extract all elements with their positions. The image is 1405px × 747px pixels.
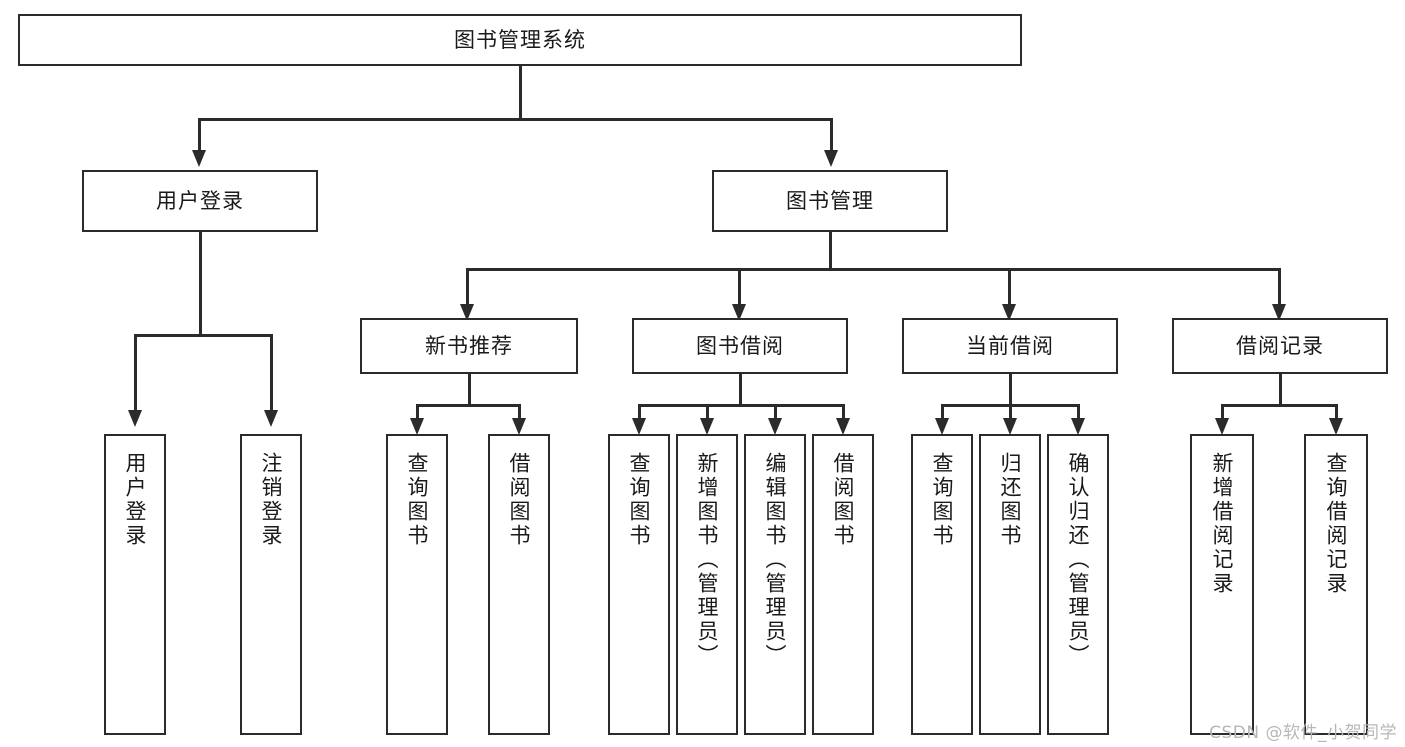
node-leaf-edit-book-label: 编辑图书（管理员）: [763, 452, 788, 668]
arrow-book-manage-to-book-borrow: [732, 304, 746, 321]
edge-book-manage-to-current-borrow: [1008, 268, 1011, 306]
edge-book-manage-stem: [829, 232, 832, 270]
node-leaf-add-book-label: 新增图书（管理员）: [695, 452, 720, 668]
edge-borrow-record-to-leaf-2: [1335, 404, 1338, 422]
node-new-book-recommend-label: 新书推荐: [425, 333, 513, 358]
arrow-book-borrow-to-leaf-2: [700, 418, 714, 435]
node-leaf-borrow-book-1-label: 借阅图书: [507, 452, 532, 548]
arrow-book-manage-to-current-borrow: [1002, 304, 1016, 321]
arrow-borrow-record-to-leaf-2: [1329, 418, 1343, 435]
arrow-book-manage-to-borrow-record: [1272, 304, 1286, 321]
node-leaf-query-book-2-label: 查询图书: [627, 452, 652, 548]
edge-book-manage-to-book-borrow: [738, 268, 741, 306]
edge-user-login-to-leaf-1: [134, 334, 137, 412]
edge-book-manage-to-new-book-recommend: [466, 268, 469, 306]
node-leaf-borrow-book-2[interactable]: 借阅图书: [812, 434, 874, 735]
edge-user-login-bus: [134, 334, 272, 337]
edge-book-borrow-to-leaf-2: [706, 404, 709, 422]
node-leaf-logout-login-label: 注销登录: [259, 452, 284, 548]
node-leaf-query-record-label: 查询借阅记录: [1324, 452, 1349, 596]
arrow-new-book-recommend-to-leaf-1: [410, 418, 424, 435]
node-leaf-user-login[interactable]: 用户登录: [104, 434, 166, 735]
node-leaf-add-book[interactable]: 新增图书（管理员）: [676, 434, 738, 735]
arrow-current-borrow-to-leaf-2: [1003, 418, 1017, 435]
edge-new-book-recommend-to-leaf-1: [416, 404, 419, 422]
node-borrow-record[interactable]: 借阅记录: [1172, 318, 1388, 374]
node-leaf-user-login-label: 用户登录: [123, 452, 148, 548]
edge-current-borrow-stem: [1009, 374, 1012, 406]
arrow-root-to-user-login: [192, 150, 206, 167]
edge-root-to-book-manage: [830, 118, 833, 152]
node-leaf-query-book-1[interactable]: 查询图书: [386, 434, 448, 735]
node-leaf-return-book-label: 归还图书: [998, 452, 1023, 548]
edge-book-borrow-to-leaf-4: [842, 404, 845, 422]
node-book-manage[interactable]: 图书管理: [712, 170, 948, 232]
edge-book-borrow-to-leaf-3: [774, 404, 777, 422]
node-leaf-borrow-book-1[interactable]: 借阅图书: [488, 434, 550, 735]
node-borrow-record-label: 借阅记录: [1236, 333, 1324, 358]
edge-root-bus: [198, 118, 832, 121]
edge-root-to-user-login: [198, 118, 201, 152]
node-root-label: 图书管理系统: [454, 27, 586, 52]
edge-current-borrow-to-leaf-2: [1009, 404, 1012, 422]
arrow-user-login-to-leaf-1: [128, 410, 142, 427]
node-leaf-query-book-3-label: 查询图书: [930, 452, 955, 548]
arrow-borrow-record-to-leaf-1: [1215, 418, 1229, 435]
node-leaf-logout-login[interactable]: 注销登录: [240, 434, 302, 735]
edge-borrow-record-to-leaf-1: [1221, 404, 1224, 422]
edge-borrow-record-bus: [1221, 404, 1337, 407]
node-leaf-add-record-label: 新增借阅记录: [1210, 452, 1235, 596]
node-current-borrow-label: 当前借阅: [966, 333, 1054, 358]
node-leaf-confirm-return[interactable]: 确认归还（管理员）: [1047, 434, 1109, 735]
node-current-borrow[interactable]: 当前借阅: [902, 318, 1118, 374]
edge-borrow-record-stem: [1279, 374, 1282, 406]
node-new-book-recommend[interactable]: 新书推荐: [360, 318, 578, 374]
arrow-book-borrow-to-leaf-4: [836, 418, 850, 435]
node-leaf-add-record[interactable]: 新增借阅记录: [1190, 434, 1254, 735]
arrow-root-to-book-manage: [824, 150, 838, 167]
node-leaf-confirm-return-label: 确认归还（管理员）: [1066, 452, 1091, 668]
node-leaf-edit-book[interactable]: 编辑图书（管理员）: [744, 434, 806, 735]
edge-user-login-to-leaf-2: [270, 334, 273, 412]
node-leaf-return-book[interactable]: 归还图书: [979, 434, 1041, 735]
edge-current-borrow-to-leaf-1: [941, 404, 944, 422]
arrow-current-borrow-to-leaf-3: [1071, 418, 1085, 435]
node-book-borrow[interactable]: 图书借阅: [632, 318, 848, 374]
edge-book-borrow-to-leaf-1: [638, 404, 641, 422]
arrow-book-manage-to-new-book-recommend: [460, 304, 474, 321]
node-user-login[interactable]: 用户登录: [82, 170, 318, 232]
arrow-book-borrow-to-leaf-3: [768, 418, 782, 435]
edge-new-book-recommend-stem: [468, 374, 471, 406]
edge-book-manage-to-borrow-record: [1278, 268, 1281, 306]
node-book-manage-label: 图书管理: [786, 188, 874, 213]
node-book-borrow-label: 图书借阅: [696, 333, 784, 358]
node-leaf-query-record[interactable]: 查询借阅记录: [1304, 434, 1368, 735]
node-leaf-query-book-2[interactable]: 查询图书: [608, 434, 670, 735]
edge-root-stem: [519, 66, 522, 118]
node-user-login-label: 用户登录: [156, 188, 244, 213]
edge-new-book-recommend-to-leaf-2: [518, 404, 521, 422]
arrow-user-login-to-leaf-2: [264, 410, 278, 427]
node-root[interactable]: 图书管理系统: [18, 14, 1022, 66]
arrow-book-borrow-to-leaf-1: [632, 418, 646, 435]
edge-current-borrow-to-leaf-3: [1077, 404, 1080, 422]
node-leaf-query-book-3[interactable]: 查询图书: [911, 434, 973, 735]
edge-user-login-stem: [199, 232, 202, 336]
edge-new-book-recommend-bus: [416, 404, 520, 407]
edge-book-manage-bus: [466, 268, 1280, 271]
arrow-current-borrow-to-leaf-1: [935, 418, 949, 435]
arrow-new-book-recommend-to-leaf-2: [512, 418, 526, 435]
edge-book-borrow-stem: [739, 374, 742, 406]
node-leaf-query-book-1-label: 查询图书: [405, 452, 430, 548]
node-leaf-borrow-book-2-label: 借阅图书: [831, 452, 856, 548]
edge-book-borrow-bus: [638, 404, 844, 407]
